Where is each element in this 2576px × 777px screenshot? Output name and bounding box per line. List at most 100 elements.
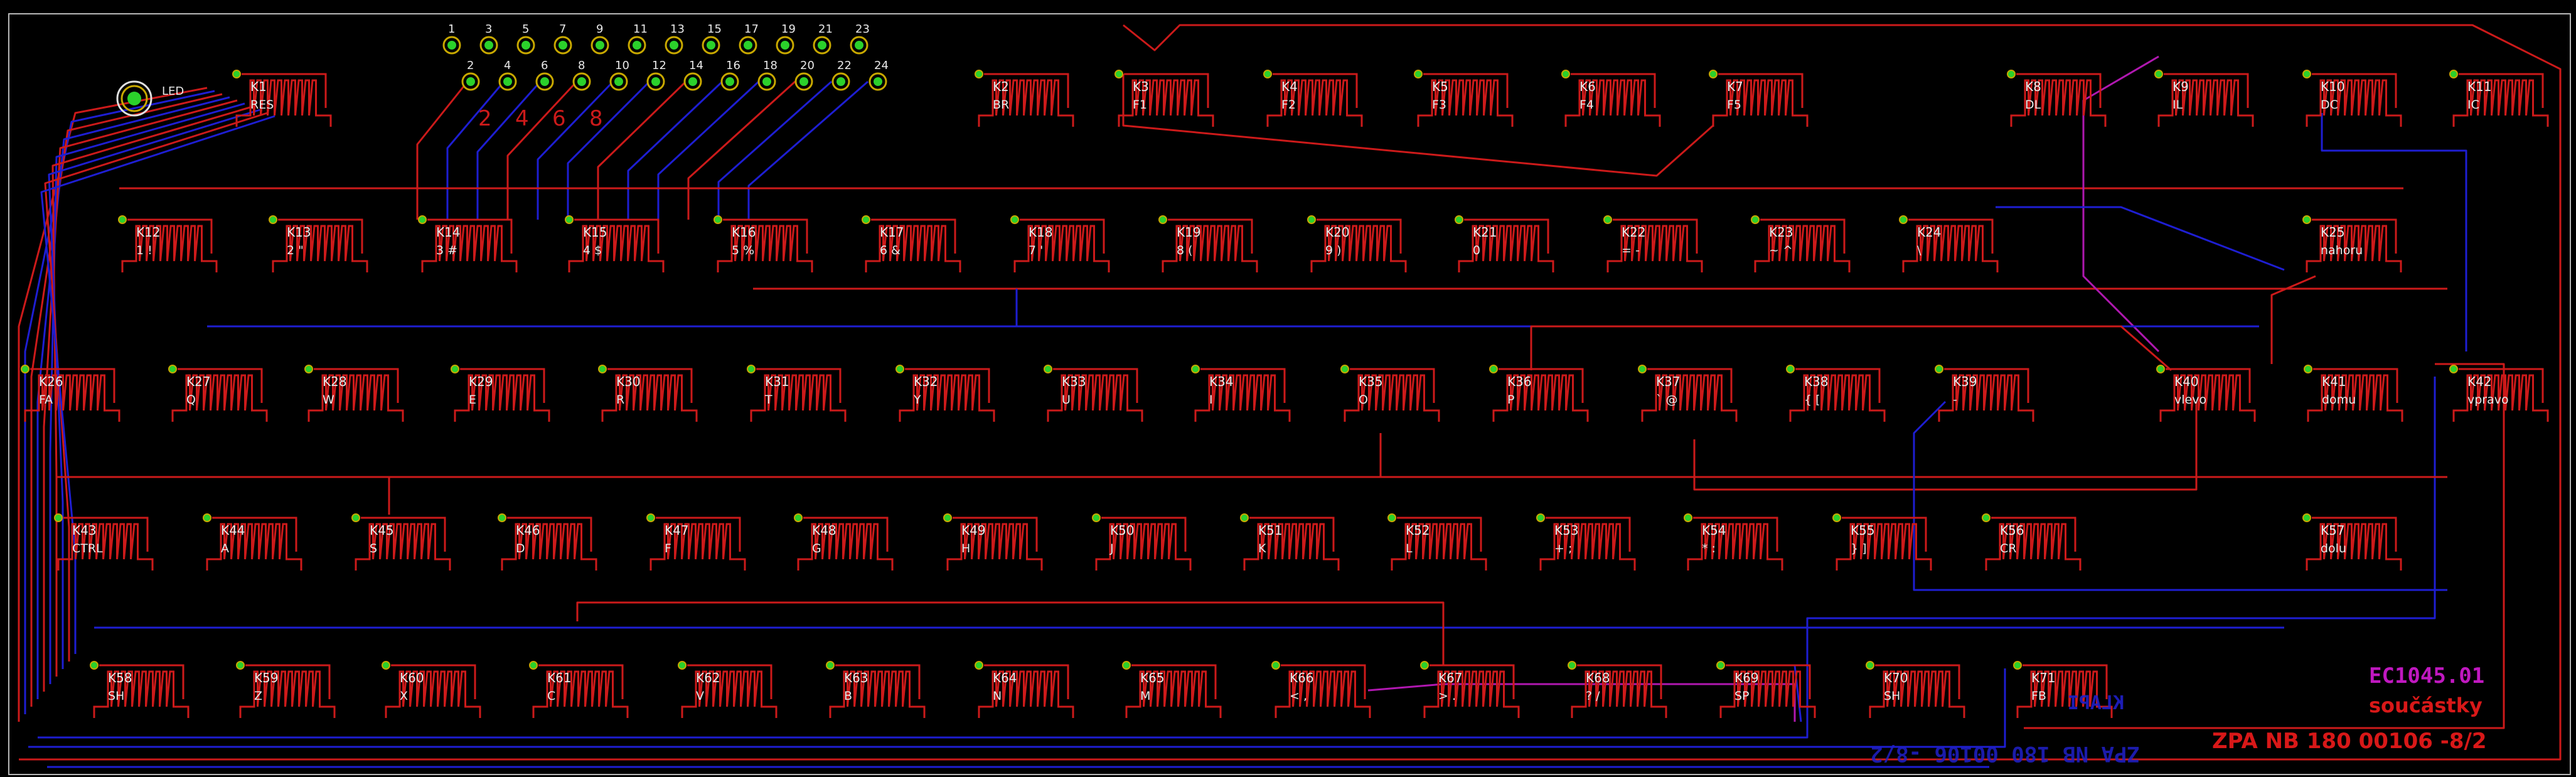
key-label: M (1140, 689, 1150, 703)
key-id: K33 (1062, 374, 1086, 389)
key-label: P (1507, 393, 1514, 407)
pin-number: 1 (448, 23, 455, 36)
key-label: } ] (1851, 542, 1867, 555)
key-id: K7 (1727, 79, 1743, 94)
key-label: 6 & (880, 244, 901, 257)
key-label: SH (1884, 689, 1900, 703)
key-id: K6 (1579, 79, 1596, 94)
key-id: K64 (993, 670, 1017, 685)
pin-number: 21 (818, 23, 833, 36)
pin-number: 24 (874, 59, 889, 72)
pin-number: 2 (467, 59, 474, 72)
key-id: K50 (1110, 523, 1135, 538)
key-id: K46 (516, 523, 540, 538)
key-label: CR (2000, 542, 2016, 555)
key-label: L (1406, 542, 1413, 555)
pin-number: 5 (522, 23, 529, 36)
key-id: K15 (583, 225, 607, 240)
key-label: SH (108, 689, 124, 703)
key-label: F5 (1727, 98, 1741, 112)
key-id: K38 (1804, 374, 1829, 389)
pin-number: 4 (504, 59, 511, 72)
key-label: O (1359, 393, 1368, 407)
key-label: K (1258, 542, 1266, 555)
key-id: K19 (1177, 225, 1201, 240)
key-id: K45 (370, 523, 394, 538)
key-id: K39 (1953, 374, 1977, 389)
key-label: E (469, 393, 476, 407)
key-k67: K67> . (1420, 661, 1520, 718)
key-label: FB (2031, 689, 2046, 703)
key-label: = - (1622, 244, 1640, 257)
key-id: K69 (1734, 670, 1759, 685)
pin-number: 17 (744, 23, 759, 36)
key-id: K54 (1702, 523, 1726, 538)
key-id: K51 (1258, 523, 1283, 538)
key-label: R (616, 393, 624, 407)
key-id: K60 (400, 670, 424, 685)
key-k54: K54 * : (1684, 513, 1783, 571)
key-label: 9 ) (1325, 244, 1342, 257)
key-id: K14 (436, 225, 461, 240)
pin-number: 7 (559, 23, 566, 36)
key-id: K11 (2467, 79, 2492, 94)
key-id: K25 (2321, 225, 2345, 240)
key-label: H (961, 542, 970, 555)
key-k55: K55} ] (1832, 513, 1932, 571)
key-label: CTRL (72, 542, 103, 555)
key-label: 1 ! (136, 244, 152, 257)
key-id: K35 (1359, 374, 1383, 389)
key-id: K43 (72, 523, 97, 538)
key-k66: K66< , (1271, 661, 1371, 718)
key-id: K63 (844, 670, 868, 685)
key-id: K9 (2172, 79, 2189, 94)
key-label: Y (913, 393, 921, 407)
key-id: K28 (323, 374, 347, 389)
key-label: domu (2322, 393, 2356, 407)
pin-number: 20 (800, 59, 815, 72)
key-label: D (516, 542, 525, 555)
key-id: K70 (1884, 670, 1908, 685)
group-label: 4 (515, 106, 529, 131)
pin-number: 19 (781, 23, 796, 36)
key-k39: K39 - (1935, 365, 2034, 422)
key-label: N (993, 689, 1002, 703)
key-label: - (1953, 393, 1957, 407)
group-label: 8 (589, 106, 603, 131)
key-label: * : (1702, 542, 1716, 555)
key-label: F3 (1432, 98, 1446, 112)
key-label: Q (186, 393, 196, 407)
key-k22: K22= - (1603, 215, 1703, 272)
key-label: { [ (1804, 393, 1820, 407)
key-id: K4 (1281, 79, 1298, 94)
key-id: K31 (765, 374, 789, 389)
pin-number: 13 (670, 23, 685, 36)
key-label: A (221, 542, 229, 555)
key-id: K13 (287, 225, 311, 240)
key-label: 0 (1473, 244, 1480, 257)
copper-traces (18, 24, 2562, 768)
pin-number: 8 (578, 59, 585, 72)
